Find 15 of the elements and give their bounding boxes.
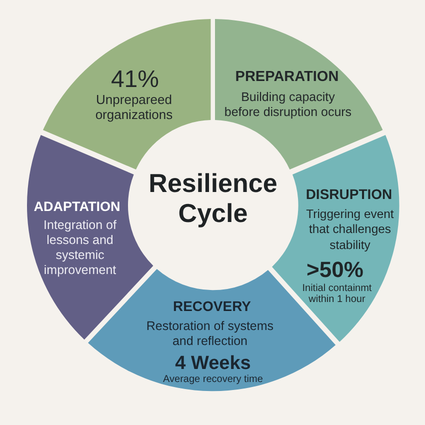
segment-description: Triggering event that challenges stability [305,206,395,254]
segment-description: Building capacity before disruption ocurs [223,90,353,120]
statistic-value: >50% [306,256,364,283]
statistic-value: 4 Weeks [175,352,251,374]
segment-description: Unprepareed organizations [94,92,174,122]
statistic-caption: Initial containmt within 1 hour [301,282,373,306]
segment-title: DISRUPTION [306,186,392,203]
segment-title: ADAPTATION [34,198,120,215]
segment-description: Integration of lessons and systemic improvement [42,218,118,278]
diagram-title: Resilience Cycle [148,168,278,228]
statistic-value: 41% [110,66,159,93]
segment-title: RECOVERY [172,298,252,315]
segment-title: PREPARATION [235,68,339,86]
statistic-caption: Average recovery time [163,374,263,386]
segment-description: Restoration of systems and reflection [145,319,275,350]
